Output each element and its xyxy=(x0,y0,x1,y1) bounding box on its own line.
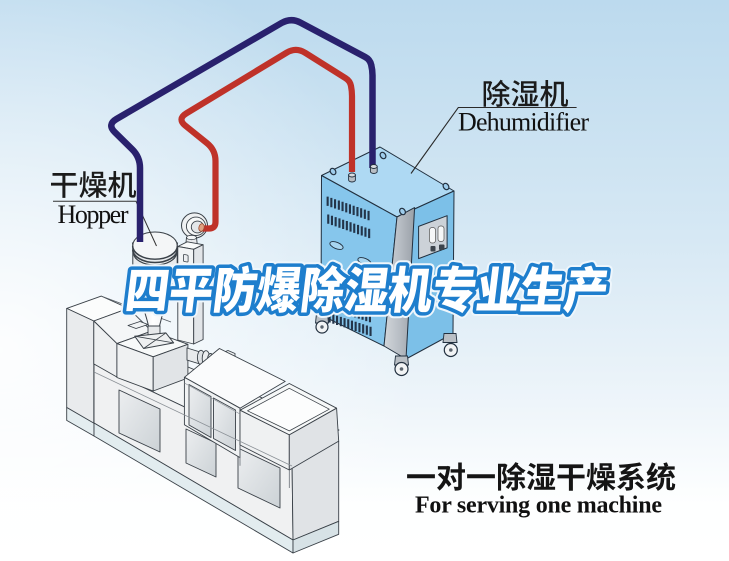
svg-text:Dehumidifier: Dehumidifier xyxy=(458,108,589,137)
svg-text:For serving one machine: For serving one machine xyxy=(415,493,662,519)
svg-text:Hopper: Hopper xyxy=(58,200,129,229)
